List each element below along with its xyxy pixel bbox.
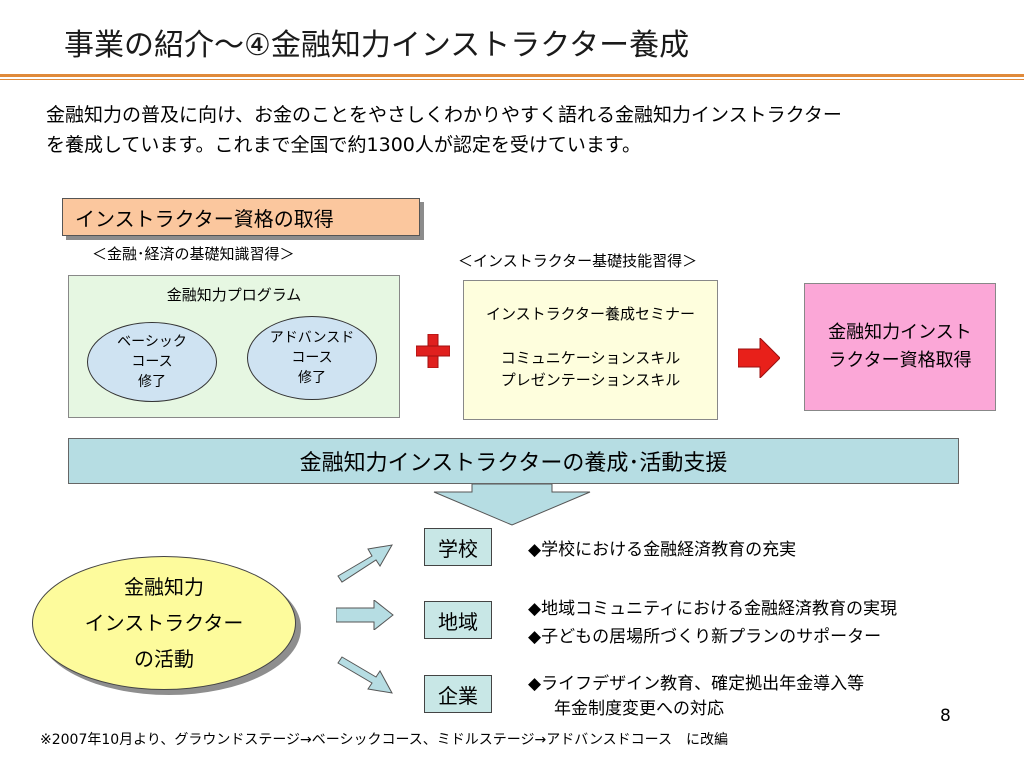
arrow-right-icon — [336, 600, 394, 630]
certification-line-1: 金融知力インスト — [828, 322, 972, 343]
company-item-2: 年金制度変更への対応 — [554, 699, 724, 719]
seminar-skill-presentation: プレゼンテーションスキル — [500, 371, 681, 389]
category-company: 企業 — [424, 675, 492, 713]
certification-line-2: ラクター資格取得 — [828, 350, 972, 371]
program-title: 金融知力プログラム — [166, 286, 302, 304]
title-divider — [0, 74, 1024, 77]
seminar-title: インストラクター養成セミナー — [485, 305, 696, 323]
seminar-box: インストラクター養成セミナー コミュニケーションスキル プレゼンテーションスキル — [463, 280, 718, 420]
basic-course-ellipse: ベーシック コース 修了 — [87, 322, 217, 402]
arrow-down-right-icon — [337, 656, 393, 694]
region-item-2: ◆子どもの居場所づくり新プランのサポーター — [528, 627, 882, 647]
category-region: 地域 — [424, 601, 492, 639]
certification-box: 金融知力インスト ラクター資格取得 — [804, 283, 996, 411]
knowledge-sublabel: ＜金融･経済の基礎知識習得＞ — [92, 245, 295, 263]
intro-text: 金融知力の普及に向け、お金のことをやさしくわかりやすく語れる金融知力インストラク… — [46, 100, 1006, 160]
seminar-skill-communication: コミュニケーションスキル — [500, 349, 681, 367]
support-banner: 金融知力インストラクターの養成･活動支援 — [68, 438, 959, 484]
advanced-line-2: コース — [291, 350, 333, 366]
school-item-1: ◆学校における金融経済教育の充実 — [528, 540, 797, 560]
activity-line-3: の活動 — [134, 647, 194, 671]
activity-line-1: 金融知力 — [124, 575, 204, 599]
plus-icon — [416, 334, 450, 368]
right-arrow-icon — [738, 338, 780, 378]
basic-line-3: 修了 — [137, 374, 166, 390]
company-item-1: ◆ライフデザイン教育、確定拠出年金導入等 — [528, 674, 865, 694]
basic-line-1: ベーシック — [117, 334, 187, 350]
advanced-line-3: 修了 — [297, 370, 326, 386]
intro-line-2: を養成しています。これまで全国で約1300人が認定を受けています。 — [46, 134, 641, 156]
footnote: ※2007年10月より、グラウンドステージ→ベーシックコース、ミドルステージ→ア… — [40, 732, 728, 748]
intro-line-1: 金融知力の普及に向け、お金のことをやさしくわかりやすく語れる金融知力インストラク… — [46, 104, 842, 126]
title-divider-thin — [0, 79, 1024, 80]
arrow-up-right-icon — [337, 544, 393, 583]
page-number: 8 — [940, 706, 951, 726]
basic-line-2: コース — [131, 354, 173, 370]
program-box: 金融知力プログラム ベーシック コース 修了 アドバンスド コース 修了 — [68, 275, 400, 418]
advanced-course-ellipse: アドバンスド コース 修了 — [247, 316, 377, 400]
activity-ellipse: 金融知力 インストラクター の活動 — [32, 556, 296, 690]
page-title: 事業の紹介～④金融知力インストラクター養成 — [64, 28, 690, 63]
category-school: 学校 — [424, 528, 492, 566]
activity-line-2: インストラクター — [84, 611, 244, 635]
skill-sublabel: ＜インストラクター基礎技能習得＞ — [458, 252, 698, 270]
acquisition-header: インストラクター資格の取得 — [62, 198, 420, 236]
down-arrow-icon — [433, 484, 591, 526]
advanced-line-1: アドバンスド — [269, 330, 355, 346]
region-item-1: ◆地域コミュニティにおける金融経済教育の実現 — [528, 599, 898, 619]
